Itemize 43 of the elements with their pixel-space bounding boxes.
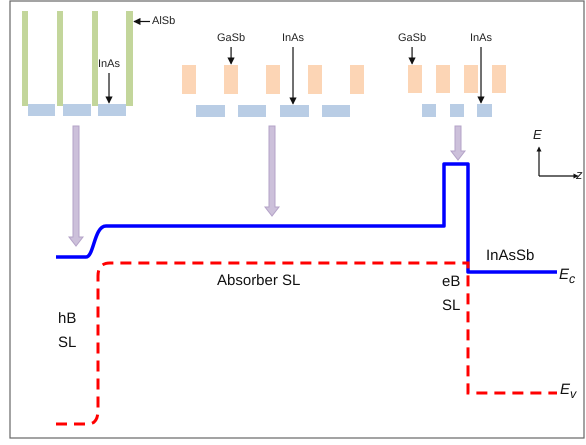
layer-bar <box>57 11 63 106</box>
layer-bar <box>126 11 133 106</box>
layer-bar <box>280 105 309 117</box>
layer-bar <box>408 65 422 93</box>
leader-arrow <box>477 47 485 104</box>
layer-label: InAs <box>470 32 492 45</box>
layer-bar <box>464 65 478 93</box>
layer-bar <box>266 65 280 94</box>
layer-label: GaSb <box>217 32 246 45</box>
leader-arrow <box>227 47 235 65</box>
region-label: hB SL <box>58 309 78 353</box>
region-label: InAsSb <box>486 247 534 264</box>
layer-bar <box>308 65 322 94</box>
layer-bar <box>322 105 350 117</box>
layer-label: InAs <box>282 32 304 45</box>
layer-bar <box>238 105 266 117</box>
layer-bar <box>28 104 55 116</box>
leader-arrow <box>408 47 416 65</box>
layer-bar <box>22 11 28 106</box>
layer-bar <box>492 65 506 93</box>
leader-arrow <box>289 47 297 105</box>
layer-bar <box>477 104 492 117</box>
layer-bar <box>224 65 238 94</box>
layer-bar <box>182 65 196 94</box>
layer-label: AlSb <box>152 15 176 28</box>
layer-bar <box>450 104 464 117</box>
axis-label: z <box>576 168 582 181</box>
layer-bar <box>436 65 450 93</box>
layer-label: InAs <box>98 58 120 71</box>
leader-arrow <box>105 73 113 104</box>
layer-bar <box>350 65 364 94</box>
axis-label: E <box>533 128 542 141</box>
region-label: Absorber SL <box>217 272 300 289</box>
layer-label: GaSb <box>398 32 426 45</box>
layer-bar <box>98 104 126 116</box>
layer-bar <box>92 11 98 106</box>
region-label: eB SL <box>442 272 462 316</box>
layer-bar <box>196 105 225 117</box>
layer-bar <box>422 104 436 117</box>
band-label: E$_{v}$ <box>560 381 576 403</box>
layer-bar <box>63 104 91 116</box>
band-label: E$_{c}$ <box>559 266 576 288</box>
leader-arrow <box>133 18 150 26</box>
